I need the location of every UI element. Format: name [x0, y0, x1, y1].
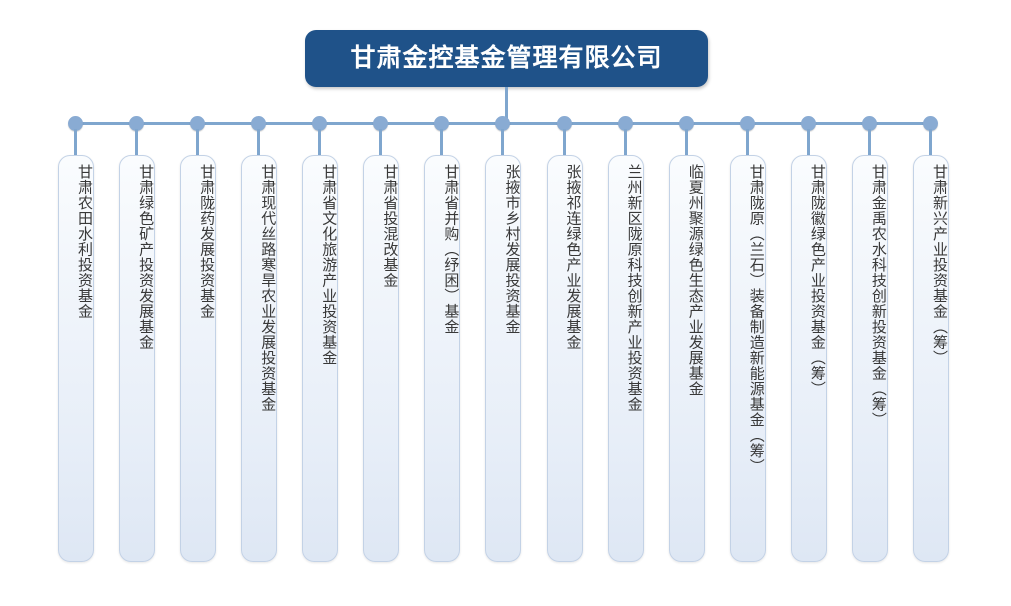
leaf-connector-stem [684, 129, 688, 157]
leaf-node-10[interactable]: 兰州新区陇原科技创新产业投资基金 [607, 116, 644, 562]
leaf-label: 甘肃农田水利投资基金 [76, 164, 94, 319]
leaf-box[interactable]: 甘肃陇徽绿色产业投资基金（筹） [790, 155, 827, 562]
node-dot-icon [861, 116, 877, 131]
leaf-label: 甘肃新兴产业投资基金（筹） [930, 164, 949, 366]
leaf-connector-stem [135, 129, 139, 157]
leaf-node-15[interactable]: 甘肃新兴产业投资基金（筹） [912, 116, 949, 562]
leaf-box[interactable]: 甘肃农田水利投资基金 [58, 155, 94, 562]
leaf-label: 甘肃金禹农水科技创新投资基金（筹） [869, 164, 888, 428]
leaf-box[interactable]: 临夏州聚源绿色生态产业发展基金 [668, 155, 705, 562]
leaf-box[interactable]: 甘肃省文化旅游产业投资基金 [302, 155, 339, 562]
leaf-connector-stem [806, 129, 810, 157]
leaf-label: 甘肃省并购（纾困）基金 [442, 164, 461, 335]
leaf-connector-stem [257, 129, 261, 157]
leaf-connector-stem [196, 129, 200, 157]
leaf-connector-stem [501, 129, 505, 157]
leaf-box[interactable]: 甘肃绿色矿产投资发展基金 [119, 155, 156, 562]
node-dot-icon [556, 116, 572, 131]
leaf-connector-stem [745, 129, 749, 157]
leaf-node-14[interactable]: 甘肃金禹农水科技创新投资基金（筹） [851, 116, 888, 562]
node-dot-icon [129, 116, 145, 131]
leaf-label: 甘肃省投混改基金 [381, 164, 400, 288]
leaf-connector-stem [318, 129, 322, 157]
leaf-connector-stem [74, 129, 77, 157]
leaf-box[interactable]: 甘肃金禹农水科技创新投资基金（筹） [851, 155, 888, 562]
node-dot-icon [922, 116, 938, 131]
leaf-connector-stem [562, 129, 566, 157]
leaf-label: 张掖祁连绿色产业发展基金 [564, 164, 583, 350]
leaf-label: 兰州新区陇原科技创新产业投资基金 [625, 164, 644, 412]
leaf-label: 张掖市乡村发展投资基金 [503, 164, 522, 335]
leaf-connector-stem [440, 129, 444, 157]
leaf-node-9[interactable]: 张掖祁连绿色产业发展基金 [546, 116, 583, 562]
leaf-box[interactable]: 甘肃省投混改基金 [363, 155, 400, 562]
leaf-label: 甘肃陇徽绿色产业投资基金（筹） [808, 164, 827, 397]
leaf-node-13[interactable]: 甘肃陇徽绿色产业投资基金（筹） [790, 116, 827, 562]
node-dot-icon [617, 116, 633, 131]
leaf-label: 甘肃现代丝路寒旱农业发展投资基金 [259, 164, 278, 412]
leaf-node-2[interactable]: 甘肃绿色矿产投资发展基金 [119, 116, 156, 562]
leaf-node-11[interactable]: 临夏州聚源绿色生态产业发展基金 [668, 116, 705, 562]
node-dot-icon [68, 116, 83, 131]
leaf-node-3[interactable]: 甘肃陇药发展投资基金 [180, 116, 217, 562]
root-connector-stem [505, 87, 508, 123]
leaf-label: 甘肃绿色矿产投资发展基金 [137, 164, 156, 350]
leaf-connector-stem [867, 129, 871, 157]
leaf-node-1[interactable]: 甘肃农田水利投资基金 [58, 116, 94, 562]
leaf-box[interactable]: 甘肃陇药发展投资基金 [180, 155, 217, 562]
leaf-box[interactable]: 甘肃新兴产业投资基金（筹） [912, 155, 949, 562]
leaf-node-12[interactable]: 甘肃陇原（兰石）装备制造新能源基金（筹） [729, 116, 766, 562]
node-dot-icon [190, 116, 206, 131]
leaf-label: 甘肃陇药发展投资基金 [198, 164, 217, 319]
leaf-box[interactable]: 甘肃省并购（纾困）基金 [424, 155, 461, 562]
leaf-connector-stem [928, 129, 932, 157]
node-dot-icon [495, 116, 511, 131]
node-dot-icon [251, 116, 267, 131]
node-dot-icon [739, 116, 755, 131]
leaf-box[interactable]: 甘肃现代丝路寒旱农业发展投资基金 [241, 155, 278, 562]
node-dot-icon [312, 116, 328, 131]
leaf-box[interactable]: 张掖祁连绿色产业发展基金 [546, 155, 583, 562]
leaf-label: 甘肃省文化旅游产业投资基金 [320, 164, 339, 366]
root-node-label: 甘肃金控基金管理有限公司 [350, 44, 663, 72]
leaf-node-8[interactable]: 张掖市乡村发展投资基金 [485, 116, 522, 562]
leaf-connector-stem [379, 129, 383, 157]
leaf-node-6[interactable]: 甘肃省投混改基金 [363, 116, 400, 562]
leaf-node-7[interactable]: 甘肃省并购（纾困）基金 [424, 116, 461, 562]
leaf-connector-stem [623, 129, 627, 157]
root-node[interactable]: 甘肃金控基金管理有限公司 [305, 30, 708, 87]
node-dot-icon [800, 116, 816, 131]
node-dot-icon [373, 116, 389, 131]
leaf-label: 临夏州聚源绿色生态产业发展基金 [686, 164, 705, 397]
leaf-box[interactable]: 兰州新区陇原科技创新产业投资基金 [607, 155, 644, 562]
leaf-box[interactable]: 甘肃陇原（兰石）装备制造新能源基金（筹） [729, 155, 766, 562]
leaf-node-4[interactable]: 甘肃现代丝路寒旱农业发展投资基金 [241, 116, 278, 562]
node-dot-icon [434, 116, 450, 131]
leaf-box[interactable]: 张掖市乡村发展投资基金 [485, 155, 522, 562]
leaf-label: 甘肃陇原（兰石）装备制造新能源基金（筹） [747, 164, 766, 474]
node-dot-icon [678, 116, 694, 131]
leaf-node-5[interactable]: 甘肃省文化旅游产业投资基金 [302, 116, 339, 562]
